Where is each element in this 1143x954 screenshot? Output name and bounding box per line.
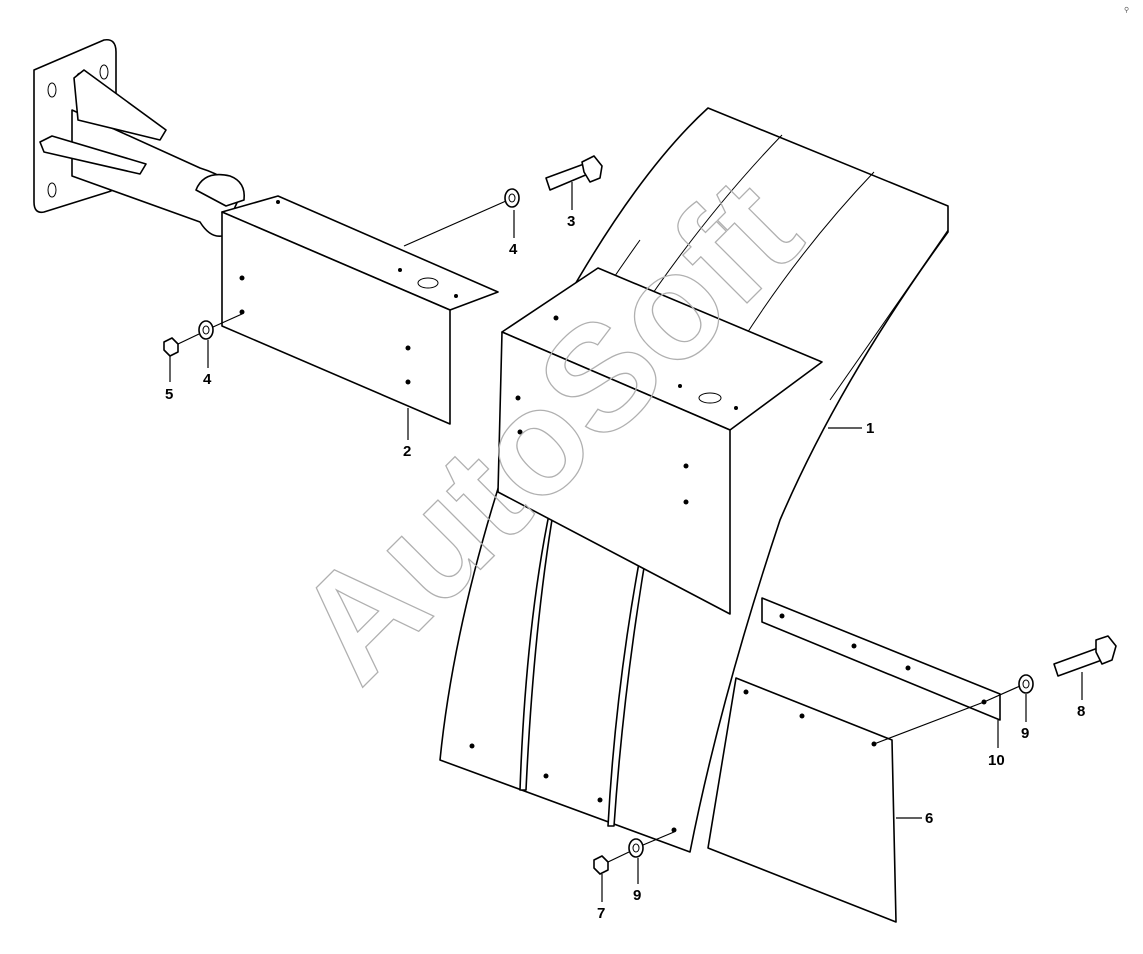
callout-4-left: 4 [203,371,212,388]
callout-8: 8 [1077,703,1085,720]
washer-left [198,320,214,340]
washer-bottom [628,838,644,858]
nut-bottom [593,855,609,875]
callout-2: 2 [403,443,411,460]
callout-leaders [169,182,1083,902]
corner-mark: ⚲ [1124,6,1129,14]
callout-5: 5 [165,386,173,403]
clamping-strip [761,597,1001,721]
mud-flap [707,677,897,923]
callout-7: 7 [597,905,605,922]
callout-6: 6 [925,810,933,827]
nut-left [163,337,179,357]
angle-bracket [221,195,499,425]
callout-9-bottom: 9 [633,887,641,904]
bolt-top [545,155,603,191]
callout-1: 1 [866,420,874,437]
mounting-bracket-arm [33,38,246,238]
callout-3: 3 [567,213,575,230]
washer-top [504,188,520,208]
washer-right [1018,674,1034,694]
bolt-right [1053,635,1117,677]
callout-4-top: 4 [509,241,518,258]
fender-mount-plate [497,267,823,615]
callout-10: 10 [988,752,1005,769]
callout-9-right: 9 [1021,725,1029,742]
